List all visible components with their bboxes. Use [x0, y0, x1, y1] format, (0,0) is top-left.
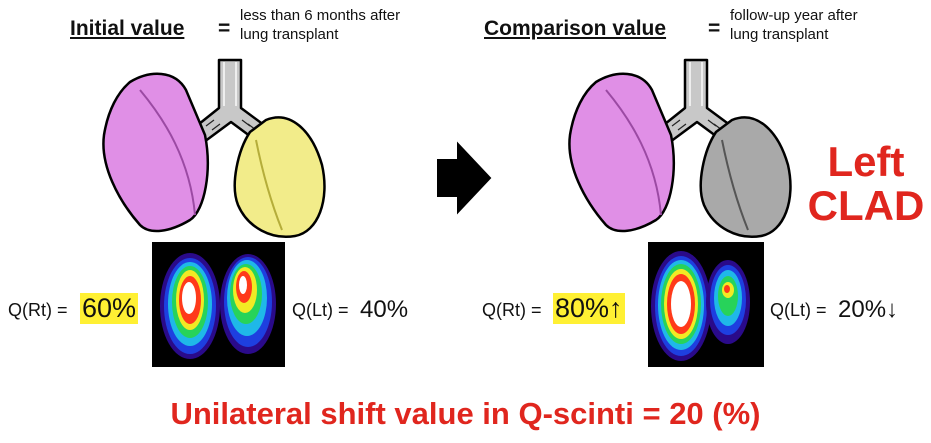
initial-trachea — [192, 58, 270, 144]
comparison-q-lt-value: 20%↓ — [838, 296, 899, 323]
initial-right-lung — [102, 72, 209, 233]
clad-line-1: Left — [827, 138, 905, 185]
initial-q-lt-label: Q(Lt) = — [292, 300, 349, 320]
initial-value-desc-line1: less than 6 months after — [240, 7, 401, 24]
comparison-value-title: Comparison value — [484, 17, 667, 40]
initial-q-rt-label: Q(Rt) = — [8, 300, 68, 320]
comparison-q-rt-label: Q(Rt) = — [482, 300, 542, 320]
initial-q-rt-value: 60% — [80, 293, 139, 324]
comparison-q-lt-label: Q(Lt) = — [770, 300, 827, 320]
initial-value-title: Initial value — [70, 17, 185, 40]
unilateral-shift-summary: Unilateral shift value in Q-scinti = 20 … — [170, 396, 761, 431]
comparison-trachea — [658, 58, 736, 144]
comparison-equals-sign: = — [708, 17, 721, 40]
initial-q-lt-value: 40% — [360, 296, 409, 323]
comparison-right-lung — [568, 72, 675, 233]
comparison-q-rt-value: 80%↑ — [553, 293, 625, 324]
left-clad-label: Left CLAD — [806, 140, 926, 228]
initial-left-lung — [233, 116, 326, 238]
comparison-left-lung-clad — [699, 116, 792, 238]
clad-line-2: CLAD — [807, 182, 925, 229]
initial-value-desc-line2: lung transplant — [240, 26, 339, 43]
comparison-value-desc-line2: lung transplant — [730, 26, 829, 43]
comparison-value-desc-line1: follow-up year after — [730, 7, 858, 24]
initial-equals-sign: = — [218, 17, 231, 40]
